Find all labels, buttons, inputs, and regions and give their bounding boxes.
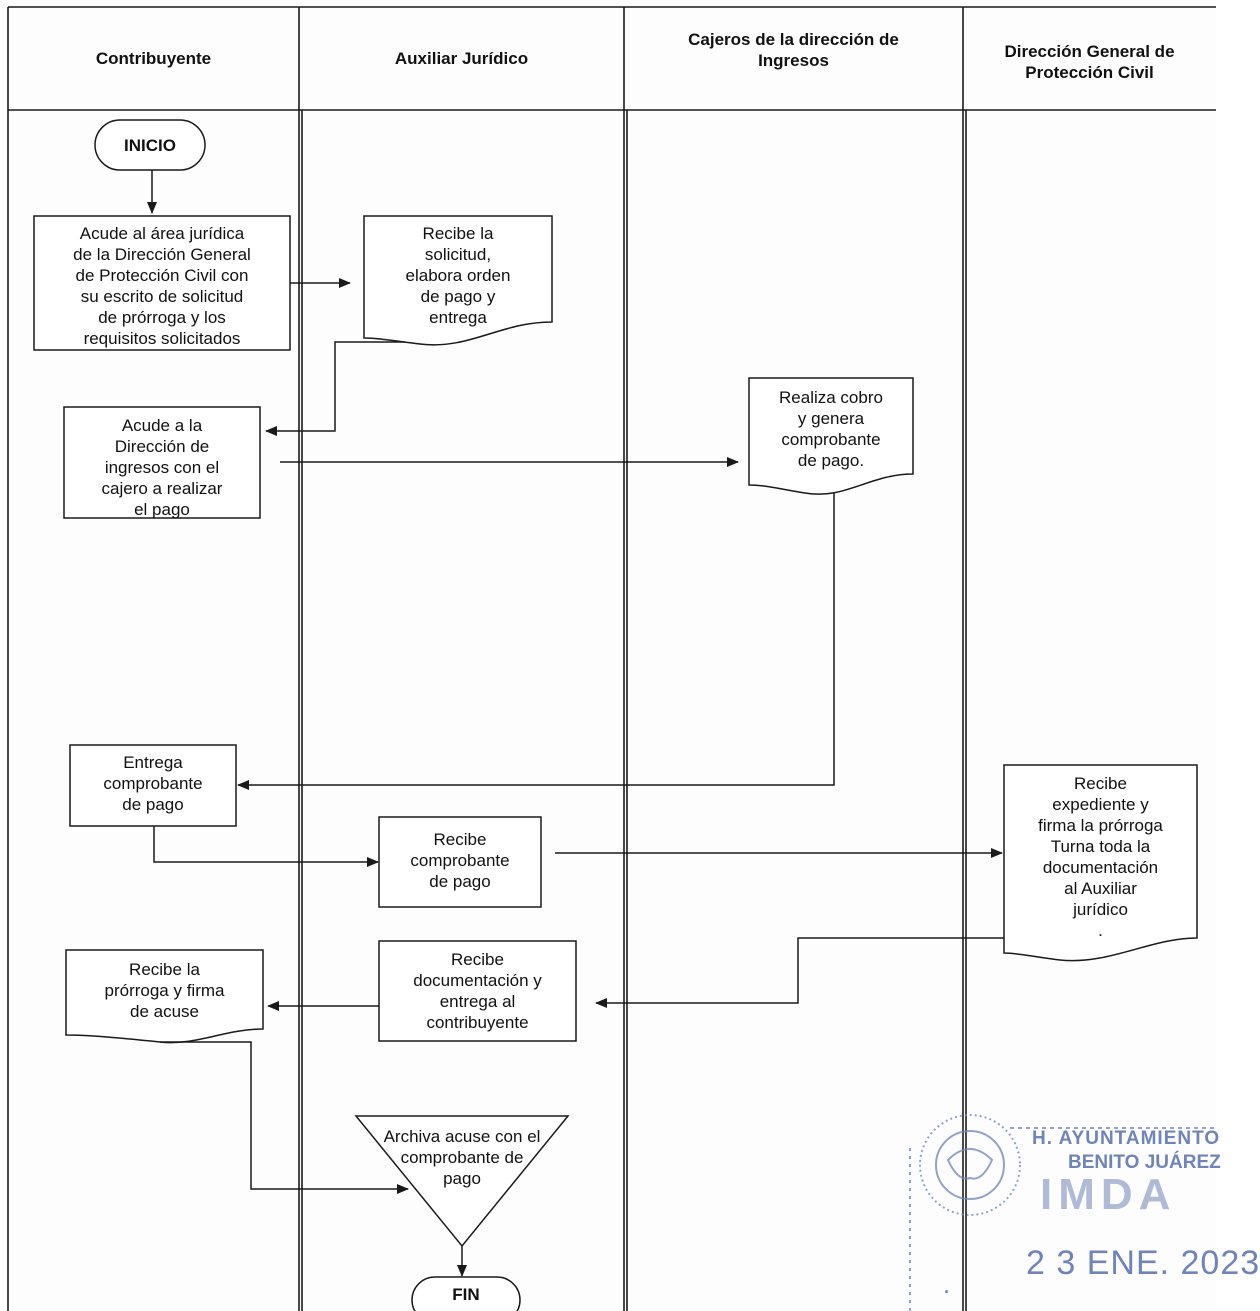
- end-terminal: [411, 1276, 521, 1311]
- lane-header-cajeros: Cajeros de la dirección de Ingresos: [688, 30, 899, 70]
- stamp-line-1: H. AYUNTAMIENTO: [1032, 1128, 1221, 1149]
- connector-entrega-to-recibe: [153, 826, 379, 867]
- recibe-documentacion-label: Recibe documentación y entrega al contri…: [413, 950, 542, 1032]
- acude-ingresos-label: Acude a la Dirección de ingresos con el …: [101, 415, 223, 519]
- acude-area-juridica-box: [33, 215, 291, 351]
- realiza-cobro-document: [748, 377, 914, 495]
- flowchart-lines: [7, 6, 1216, 1311]
- connector-solicitud-to-ingresos: [265, 341, 405, 436]
- acude-ingresos-box: [63, 406, 261, 519]
- entrega-comprobante-label: Entrega comprobante de pago: [103, 752, 203, 814]
- recibe-comprobante-label: Recibe comprobante de pago: [410, 829, 510, 891]
- swimlane-grid: [7, 6, 1216, 1311]
- entrega-comprobante-box: [69, 744, 237, 827]
- stamp-date: 2 3 ENE. 2023: [1026, 1244, 1260, 1282]
- stamp-dot: ·: [944, 1282, 950, 1302]
- recibe-prorroga-label: Recibe la prórroga y firma de acuse: [104, 959, 225, 1021]
- start-terminal: [94, 119, 206, 171]
- recibe-solicitud-label: Recibe la solicitud, elabora orden de pa…: [405, 223, 511, 327]
- acude-area-juridica-label: Acude al área jurídica de la Dirección G…: [73, 224, 251, 348]
- seal-emblem: [909, 1114, 1216, 1311]
- end-label: FIN: [452, 1284, 480, 1304]
- lane-header-contribuyente: Contribuyente: [95, 49, 212, 68]
- recibe-documentacion-box: [378, 940, 577, 1042]
- archiva-label: Archiva acuse con el comprobante de pago: [383, 1126, 541, 1188]
- flowchart-page: Contribuyente Auxiliar Jurídico Cajeros …: [7, 6, 1260, 1311]
- recibe-solicitud-document: [363, 215, 553, 346]
- connector-cobro-to-entrega: [237, 493, 835, 790]
- recibe-expediente-label: Recibe expediente y firma la prórroga Tu…: [1038, 774, 1163, 940]
- lane-header-dgpc: Dirección General de Protección Civil: [1004, 42, 1175, 82]
- lane-header-auxiliar: Auxiliar Jurídico: [394, 49, 529, 68]
- realiza-cobro-label: Realiza cobro y genera comprobante de pa…: [779, 388, 883, 470]
- archiva-triangle: [354, 1115, 570, 1248]
- connector-expediente-to-documentacion: [595, 937, 1004, 1008]
- recibe-expediente-document: [1003, 764, 1198, 962]
- stamp-line-2: BENITO JUÁREZ: [1068, 1152, 1221, 1173]
- recibe-comprobante-box: [378, 816, 542, 908]
- stamp-line-3: IMDA: [1040, 1170, 1177, 1219]
- start-label: INICIO: [124, 135, 176, 155]
- connector-prorroga-to-archiva: [160, 1041, 409, 1194]
